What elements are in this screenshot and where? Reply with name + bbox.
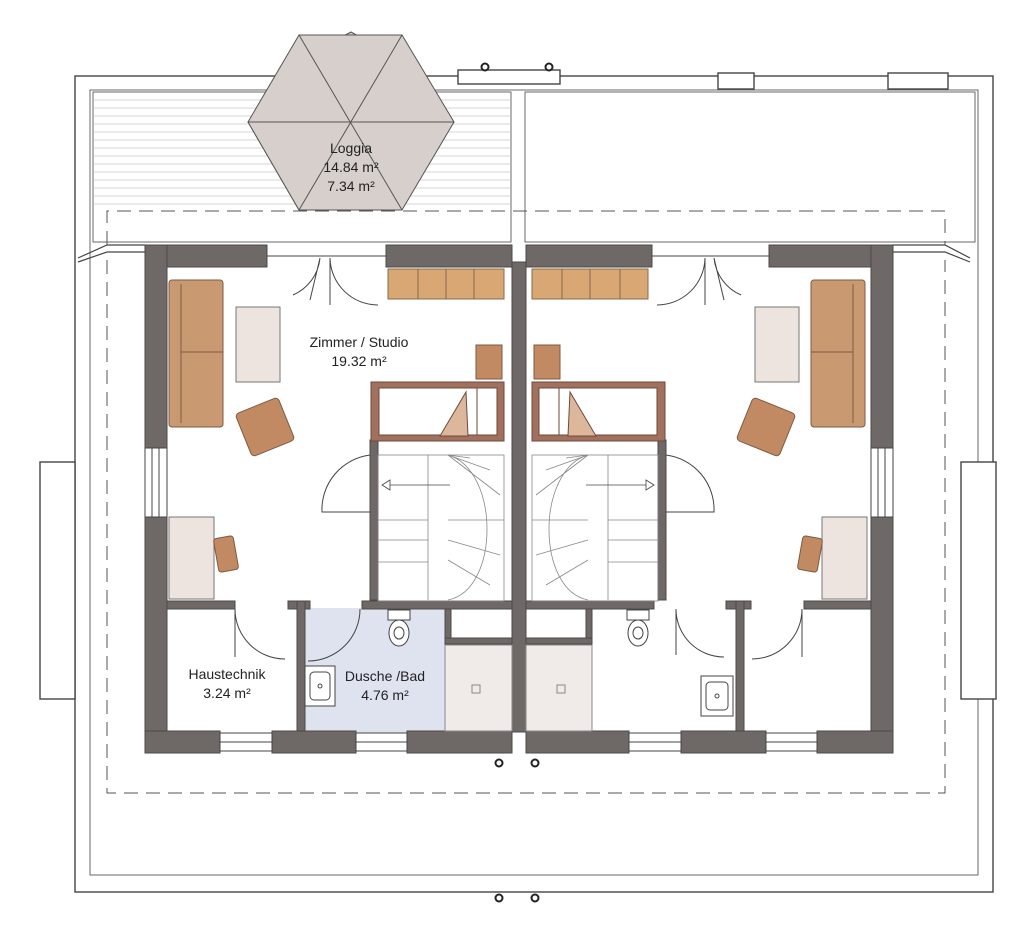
bad-area: 4.76 m² [361, 687, 409, 703]
sofa-icon [168, 279, 866, 428]
haustechnik-label: Haustechnik [188, 666, 266, 682]
umbrella-icon [247, 31, 455, 211]
eaves-line [77, 244, 971, 263]
loggia-area-1: 14.84 m² [323, 159, 379, 175]
sink-icon [304, 665, 734, 717]
desk-icon [168, 516, 868, 600]
loggia-label: Loggia [330, 140, 372, 156]
bed-icon [370, 381, 666, 442]
studio-label: Zimmer / Studio [310, 334, 409, 350]
loggia-area-2: 7.34 m² [327, 178, 375, 194]
bad-label: Dusche /Bad [345, 668, 425, 684]
counter [387, 268, 649, 300]
studio-area: 19.32 m² [331, 353, 387, 369]
overhang-dashed-line [106, 210, 946, 794]
shower-tray-icon [444, 644, 593, 732]
haustechnik-area: 3.24 m² [203, 685, 251, 701]
armchair-icon [235, 397, 796, 457]
windows [144, 447, 894, 752]
nightstand [475, 344, 561, 380]
roof-outline [39, 69, 997, 893]
stair-icon [377, 454, 659, 602]
walls [144, 244, 894, 754]
door-swing-icon [234, 255, 803, 662]
toilet-icon [387, 609, 650, 647]
coffee-table [235, 306, 800, 383]
marker-circles [480, 62, 554, 903]
loggia-decking [92, 91, 976, 243]
